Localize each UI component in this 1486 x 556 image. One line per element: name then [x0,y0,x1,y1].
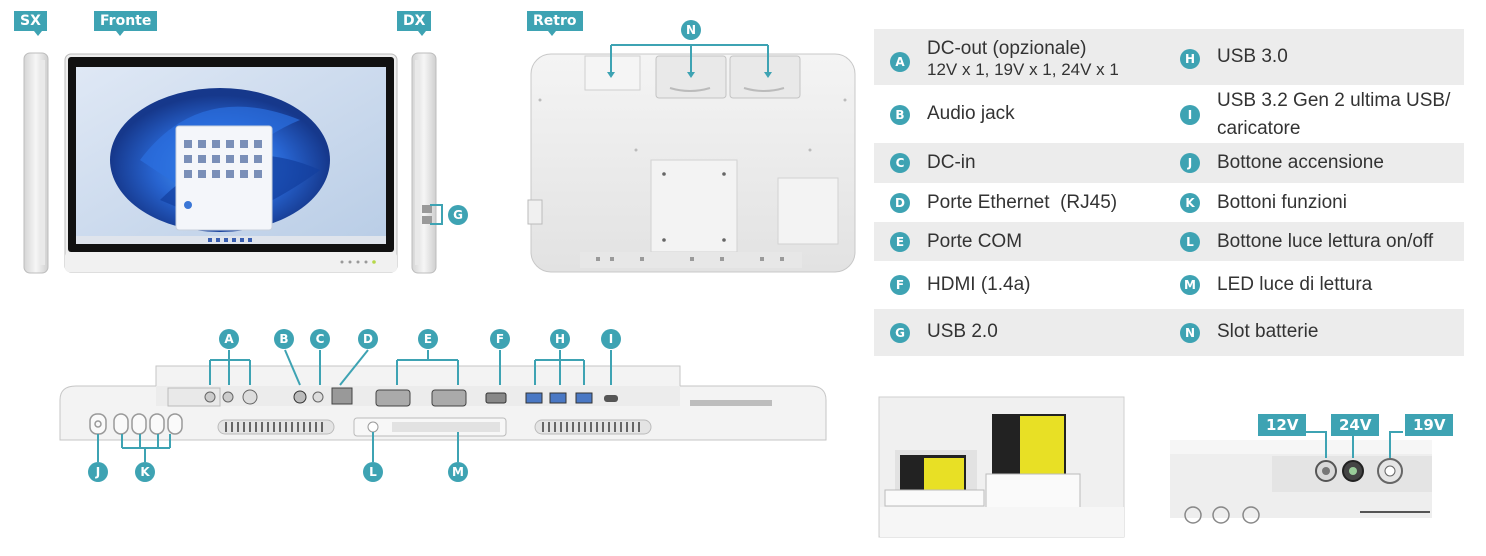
voltage-label-12v: 12V [1258,414,1307,436]
legend-label-detail: 12V x 1, 19V x 1, 24V x 1 [927,60,1119,79]
legend-key: M [1180,275,1200,295]
view-tag-right: DX [397,11,432,31]
callout-B: B [274,329,294,349]
left-side-view [23,52,49,274]
legend-row: G USB 2.0 N Slot batterie [874,309,1464,356]
legend-key: I [1180,105,1200,125]
legend-key: H [1180,49,1200,69]
legend-label: Audio jack [927,103,1015,124]
legend-label: USB 3.0 [1217,46,1288,67]
front-view [64,53,398,273]
tag-pointer-left [34,31,42,36]
view-tag-front: Fronte [94,11,158,31]
callout-K: K [135,462,155,482]
callout-H: H [550,329,570,349]
callout-M: M [448,462,468,482]
voltage-label-24v: 24V [1331,414,1380,436]
legend-key: B [890,105,910,125]
callout-E: E [418,329,438,349]
legend-label: HDMI (1.4a) [927,274,1031,295]
view-tag-back: Retro [527,11,583,31]
legend-row: B Audio jack I USB 3.2 Gen 2 ultima USB/… [874,85,1464,143]
legend-row: A DC-out (opzionale) 12V x 1, 19V x 1, 2… [874,29,1464,85]
tag-pointer-back [548,31,556,36]
legend-key: F [890,275,910,295]
back-view [527,44,856,273]
legend-label: DC-out (opzionale) [927,38,1087,59]
legend-key: D [890,193,910,213]
legend-key: E [890,232,910,252]
legend-label: USB 2.0 [927,321,998,342]
legend-row: E Porte COM L Bottone luce lettura on/of… [874,222,1464,261]
legend-key: C [890,153,910,173]
legend-label: Slot batterie [1217,321,1319,342]
usb2-bracket [430,204,443,225]
legend-label: Bottone luce lettura on/off [1217,231,1434,252]
callout-J: J [88,462,108,482]
battery-callout-lines [610,44,769,75]
callout-L: L [363,462,383,482]
dcout-inset [1170,431,1432,524]
legend-label: Bottoni funzioni [1217,192,1347,213]
start-menu [175,125,273,231]
view-tag-left: SX [14,11,47,31]
battery-inset [878,396,1125,538]
legend-label: USB 3.2 Gen 2 ultima USB/ [1217,90,1451,111]
legend-key: K [1180,193,1200,213]
legend-key: A [890,52,910,72]
callout-N: N [681,20,701,40]
right-side-view [411,52,443,274]
legend-label: DC-in [927,152,976,173]
callout-G: G [448,205,468,225]
legend-key: G [890,323,910,343]
legend-label: Porte Ethernet (RJ45) [927,192,1118,213]
callout-A: A [219,329,239,349]
tag-pointer-right [418,31,426,36]
legend-label: LED luce di lettura [1217,274,1373,295]
callout-D: D [358,329,378,349]
legend-key: N [1180,323,1200,343]
legend-row: F HDMI (1.4a) M LED luce di lettura [874,261,1464,309]
tag-pointer-front [116,31,124,36]
legend-key: L [1180,232,1200,252]
bottom-port-view [59,349,827,462]
callout-C: C [310,329,330,349]
callout-I: I [601,329,621,349]
callout-F: F [490,329,510,349]
legend-label: Porte COM [927,231,1023,252]
legend-key: J [1180,153,1200,173]
legend-row: D Porte Ethernet (RJ45) K Bottoni funzio… [874,183,1464,222]
legend-label: Bottone accensione [1217,152,1384,173]
legend-label-detail: caricatore [1217,118,1301,139]
legend-row: C DC-in J Bottone accensione [874,143,1464,183]
voltage-label-19v: 19V [1405,414,1454,436]
